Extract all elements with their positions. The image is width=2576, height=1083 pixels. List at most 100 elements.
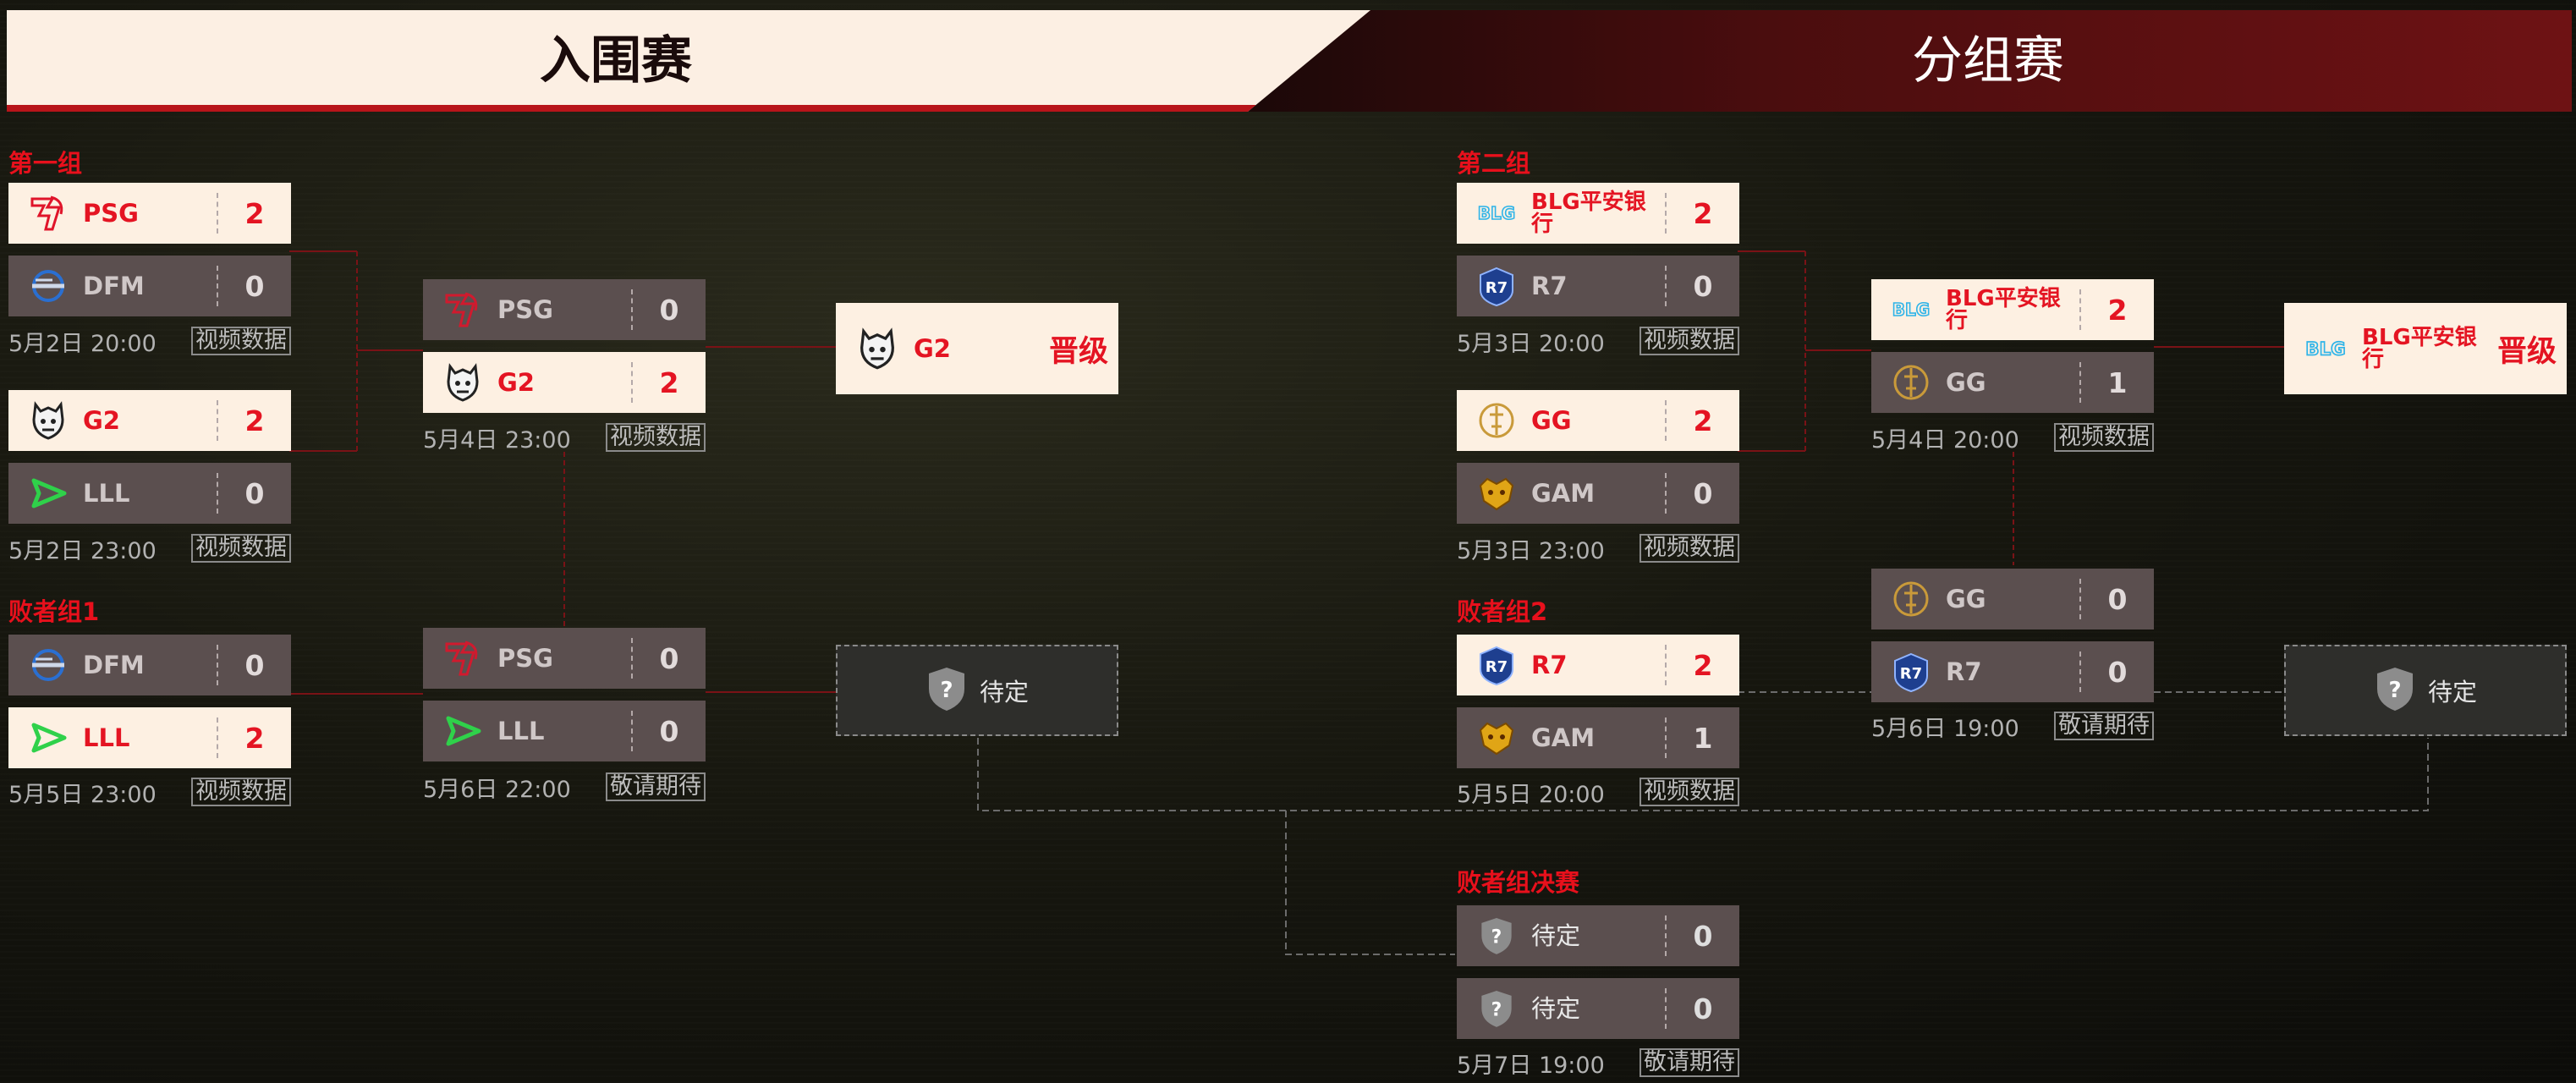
gg-logo-icon [1887,358,1936,407]
match-info: 5月5日 20:00 视频数据 [1457,777,1739,808]
svg-text:?: ? [940,678,953,703]
match-team-row[interactable]: LLL 2 [8,707,291,768]
group1-label: 第一组 [8,149,83,178]
match-team-row[interactable]: BLG BLG平安银行 2 [1457,183,1739,244]
shield-question-icon: ? [2374,665,2416,716]
match-team-row[interactable]: R7 R7 2 [1457,635,1739,695]
tab-group-stage[interactable]: 分组赛 [1912,31,2064,91]
losers1-label: 败者组1 [8,597,100,626]
match-time: 5月3日 20:00 [1457,330,1605,357]
match-team-row[interactable]: G2 2 [423,352,706,413]
pending-team-card[interactable]: ? 待定 [2284,645,2567,736]
match-team-row[interactable]: ? 待定 0 [1457,978,1739,1039]
video-data-link[interactable]: 视频数据 [1640,534,1739,563]
team-score: 0 [1693,269,1713,303]
match-team-row[interactable]: GG 1 [1871,352,2154,413]
match-time: 5月7日 19:00 [1457,1052,1605,1079]
team-name: BLG平安银行 [2362,325,2477,372]
psg-logo-icon [24,189,73,238]
dfm-logo-icon [24,261,73,311]
match-team-row[interactable]: R7 R7 0 [1457,256,1739,316]
video-data-link[interactable]: 视频数据 [191,534,291,563]
match-team-row[interactable]: LLL 0 [8,463,291,524]
team-name: GG [1946,368,1986,397]
g2-logo-icon [851,322,904,375]
team-name: BLG平安银行 [1946,286,2061,333]
team-score: 0 [1693,476,1713,510]
match-team-row[interactable]: G2 2 [8,390,291,451]
video-data-link[interactable]: 视频数据 [2054,423,2154,452]
divider [631,638,633,679]
match-team-row[interactable]: DFM 0 [8,635,291,695]
team-score: 2 [1693,196,1713,230]
team-score: 2 [244,404,265,437]
match-team-row[interactable]: R7 R7 0 [1871,641,2154,702]
gam-logo-icon [1472,469,1521,518]
match-team-row[interactable]: PSG 2 [8,183,291,244]
match-time: 5月5日 23:00 [8,781,157,808]
team-name: GAM [1531,479,1596,508]
match-team-row[interactable]: PSG 0 [423,628,706,689]
divider [631,289,633,330]
match-team-row[interactable]: PSG 0 [423,279,706,340]
g2-logo-icon [24,396,73,445]
video-data-link[interactable]: 视频数据 [1640,327,1739,355]
match-info: 5月3日 20:00 视频数据 [1457,326,1739,357]
coming-soon-link[interactable]: 敬请期待 [606,772,706,801]
coming-soon-link[interactable]: 敬请期待 [2054,712,2154,740]
pending-team-card[interactable]: ? 待定 [836,645,1118,736]
team-name: 待定 [1531,994,1581,1023]
divider [1665,266,1667,306]
match-team-row[interactable]: LLL 0 [423,701,706,761]
match-time: 5月2日 23:00 [8,537,157,564]
svg-text:R7: R7 [1900,665,1922,683]
coming-soon-link[interactable]: 敬请期待 [1640,1048,1739,1077]
divider [1665,915,1667,956]
match-time: 5月6日 19:00 [1871,715,2019,742]
team-score: 2 [1693,404,1713,437]
team-name: G2 [497,368,535,397]
divider [1665,473,1667,514]
team-name: G2 [914,334,951,363]
team-name: GG [1946,585,1986,613]
team-name: LLL [83,723,130,752]
g2-logo-icon [438,358,487,407]
dfm-logo-icon [24,640,73,690]
advanced-team-card[interactable]: BLG BLG平安银行 晋级 [2284,303,2567,394]
team-score: 0 [1693,992,1713,1025]
team-name: R7 [1531,651,1568,679]
team-score: 0 [659,641,679,675]
lll-logo-icon [24,713,73,762]
team-name: GAM [1531,723,1596,752]
video-data-link[interactable]: 视频数据 [191,778,291,806]
team-score: 2 [659,366,679,399]
match-team-row[interactable]: ? 待定 0 [1457,905,1739,966]
match-team-row[interactable]: GG 0 [1871,569,2154,629]
team-score: 0 [244,269,265,303]
divider [1665,645,1667,685]
match-team-row[interactable]: GG 2 [1457,390,1739,451]
match-info: 5月4日 23:00 视频数据 [423,422,706,454]
match-time: 5月6日 22:00 [423,776,571,803]
match-team-row[interactable]: GAM 1 [1457,707,1739,768]
video-data-link[interactable]: 视频数据 [1640,778,1739,806]
match-team-row[interactable]: DFM 0 [8,256,291,316]
shield-question-icon: ? [1472,984,1521,1033]
team-name: R7 [1946,657,1982,686]
blg-logo-icon: BLG [1472,189,1521,238]
tab-play-in[interactable]: 入围赛 [540,31,692,91]
advanced-team-card[interactable]: G2 晋级 [836,303,1118,394]
gam-logo-icon [1472,713,1521,762]
video-data-link[interactable]: 视频数据 [606,423,706,452]
match-team-row[interactable]: BLG BLG平安银行 2 [1871,279,2154,340]
team-score: 0 [244,648,265,682]
match-info: 5月7日 19:00 敬请期待 [1457,1047,1739,1079]
r7-logo-icon: R7 [1472,261,1521,311]
pending-label: 待定 [979,678,1029,706]
team-name: DFM [83,651,145,679]
video-data-link[interactable]: 视频数据 [191,327,291,355]
match-time: 5月4日 20:00 [1871,426,2019,454]
team-score: 2 [244,721,265,755]
match-team-row[interactable]: GAM 0 [1457,463,1739,524]
